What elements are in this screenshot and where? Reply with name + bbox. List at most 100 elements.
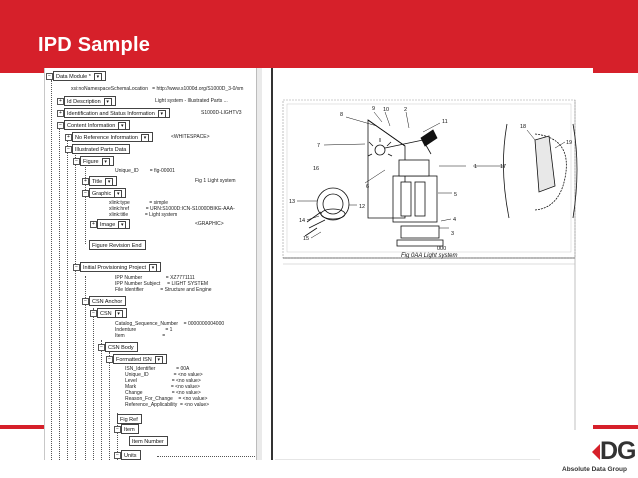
node-image[interactable]: Image▾	[97, 219, 131, 229]
attr-isn-identifier: ISN_Identifier = 00A	[125, 366, 190, 372]
attr-file-identifier: File Identifier = Structure and Engine	[115, 287, 212, 293]
node-illustrated-parts[interactable]: Illustrated Parts Data	[72, 144, 131, 154]
callout-11: 11	[442, 119, 448, 125]
collapse-toggle[interactable]: −	[73, 158, 80, 165]
attr-isn-unique-id: Unique_ID = <no value>	[125, 372, 203, 378]
vertical-scrollbar[interactable]	[256, 68, 263, 460]
node-identification-status[interactable]: Identification and Status Information▾	[64, 108, 170, 118]
node-id-description[interactable]: Id Description▾	[64, 96, 116, 106]
chevron-down-icon[interactable]: ▾	[154, 355, 163, 364]
node-data-module[interactable]: Data Module *▾	[53, 71, 106, 81]
collapse-toggle[interactable]: −	[114, 452, 121, 459]
node-item-number[interactable]: Item Number	[129, 436, 168, 446]
attr-graphic-title: xlink:title = Light system	[109, 212, 178, 218]
figure-caption: Fig 0AA Light system	[401, 253, 457, 259]
title-value: Fig 1 Light system	[195, 178, 236, 184]
callout-7: 7	[317, 143, 320, 149]
collapse-toggle[interactable]: −	[73, 264, 80, 271]
node-figure-revision-end[interactable]: Figure Revision End	[89, 240, 146, 250]
callout-10: 10	[383, 107, 389, 113]
chevron-down-icon[interactable]: ▾	[148, 263, 157, 272]
tree-connector	[117, 413, 118, 460]
id-description-value: Light system - Illustrated Parts ...	[155, 98, 228, 104]
collapse-toggle[interactable]: −	[82, 298, 89, 305]
panel-divider[interactable]	[271, 68, 273, 460]
node-item[interactable]: Item	[121, 424, 139, 434]
tree-connector	[157, 456, 257, 457]
callout-1: 1	[474, 164, 477, 170]
logo-company-name: Absolute Data Group	[562, 466, 628, 473]
chevron-down-icon[interactable]: ▾	[105, 177, 114, 186]
callout-3: 3	[451, 231, 454, 237]
attr-ipp-number: IPP Number = XZ7771111	[115, 275, 195, 281]
attr-catalog-sequence-number: Catalog_Sequence_Number = 0000000004000	[115, 321, 225, 327]
expand-toggle[interactable]: +	[65, 134, 72, 141]
collapse-toggle[interactable]: −	[82, 190, 89, 197]
chevron-down-icon[interactable]: ▾	[140, 133, 149, 142]
callout-15: 15	[303, 236, 309, 242]
tree-connector	[93, 308, 94, 460]
tree-connector	[51, 80, 52, 460]
node-csn[interactable]: CSN▾	[97, 308, 127, 318]
collapse-toggle[interactable]: −	[57, 122, 64, 129]
callout-2: 2	[404, 107, 407, 113]
callout-19: 19	[566, 140, 572, 146]
chevron-down-icon[interactable]: ▾	[101, 157, 110, 166]
structure-tree-panel[interactable]: − Data Module *▾ xsi:noNamespaceSchemaLo…	[44, 68, 257, 460]
collapse-toggle[interactable]: −	[46, 73, 53, 80]
collapse-toggle[interactable]: −	[90, 310, 97, 317]
chevron-down-icon[interactable]: ▾	[157, 109, 166, 118]
callout-18: 18	[520, 124, 526, 130]
tree-connector	[59, 128, 60, 460]
panel-gap	[262, 68, 272, 460]
collapse-toggle[interactable]: −	[98, 344, 105, 351]
chevron-down-icon[interactable]: ▾	[118, 121, 127, 130]
node-figure[interactable]: Figure▾	[80, 156, 114, 166]
tree-connector	[85, 276, 86, 460]
tree-connector	[67, 140, 68, 460]
collapse-toggle[interactable]: −	[106, 356, 113, 363]
node-fig-ref[interactable]: Fig Ref	[117, 414, 142, 424]
attr-isn-level: Level = <no value>	[125, 378, 201, 384]
slide-title: IPD Sample	[38, 34, 151, 56]
collapse-toggle[interactable]: −	[114, 426, 121, 433]
ident-status-value: S1000D-LIGHTV3	[201, 110, 242, 116]
callout-13: 13	[289, 199, 295, 205]
chevron-down-icon[interactable]: ▾	[114, 309, 123, 318]
attr-figure-unique-id: Unique_ID = fig-00001	[115, 168, 175, 174]
callout-17: 17	[500, 164, 506, 170]
chevron-down-icon[interactable]: ▾	[114, 189, 123, 198]
callout-14: 14	[299, 218, 305, 224]
node-units[interactable]: Units	[121, 450, 141, 460]
collapse-toggle[interactable]: −	[65, 146, 72, 153]
expand-toggle[interactable]: +	[82, 178, 89, 185]
title-bar: IPD Sample	[0, 0, 638, 73]
tree-connector	[109, 352, 110, 460]
attr-isn-reason-for-change: Reason_For_Change = <no value>	[125, 396, 208, 402]
chevron-down-icon[interactable]: ▾	[118, 220, 127, 229]
light-system-illustration: 1 2 3 4 5 6 7 8 9 10 11 12 13 14 15 16 1…	[275, 99, 578, 461]
callout-8: 8	[340, 112, 343, 118]
callout-4: 4	[453, 217, 456, 223]
node-graphic[interactable]: Graphic▾	[89, 188, 127, 198]
logo-mark: DG	[600, 437, 636, 465]
callout-9: 9	[372, 106, 375, 112]
expand-toggle[interactable]: +	[57, 110, 64, 117]
chevron-down-icon[interactable]: ▾	[93, 72, 102, 81]
node-formatted-isn[interactable]: Formatted ISN▾	[113, 354, 167, 364]
image-value: <GRAPHIC>	[195, 221, 224, 227]
chevron-down-icon[interactable]: ▾	[103, 97, 112, 106]
no-reference-value: <WHITESPACE>	[171, 134, 210, 140]
node-title[interactable]: Title▾	[89, 176, 118, 186]
node-content-information[interactable]: Content Information▾	[64, 120, 131, 130]
node-no-reference[interactable]: No Reference Information▾	[72, 132, 153, 142]
node-csn-anchor[interactable]: CSN Anchor	[89, 296, 127, 306]
callout-6: 6	[366, 184, 369, 190]
node-csn-body[interactable]: CSN Body	[105, 342, 138, 352]
expand-toggle[interactable]: +	[90, 221, 97, 228]
tree-connector	[101, 340, 102, 460]
company-logo: DG Absolute Data Group	[540, 430, 638, 478]
node-initial-provisioning[interactable]: Initial Provisioning Project▾	[80, 262, 161, 272]
expand-toggle[interactable]: +	[57, 98, 64, 105]
attr-ipp-number-subject: IPP Number Subject = LIGHT SYSTEM	[115, 281, 209, 287]
